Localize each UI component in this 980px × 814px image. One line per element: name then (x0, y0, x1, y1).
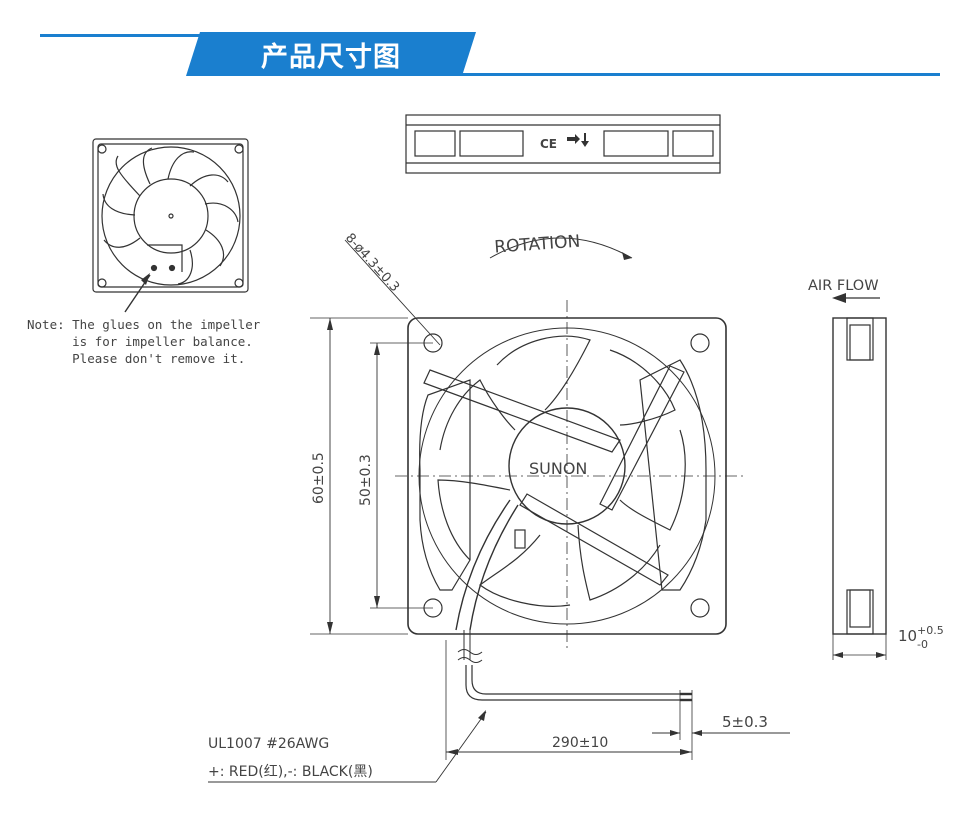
header-accent-line-right (455, 73, 940, 76)
wire-strip-label: 5±0.3 (722, 713, 768, 731)
header-banner (186, 32, 476, 76)
outer-dimension-label: 60±0.5 (311, 452, 327, 504)
hole-spec-label: 8-ø4.3±0.3 (342, 231, 402, 295)
side-view (832, 317, 887, 660)
note-line-1: Note: The glues on the impeller (27, 317, 261, 332)
rotation-label: ROTATION (494, 232, 581, 258)
wire-length-label: 290±10 (552, 735, 608, 751)
brand-label: SUNON (529, 459, 587, 478)
impeller-note: Note: The glues on the impeller is for i… (27, 316, 260, 367)
hole-spacing-label: 50±0.3 (358, 454, 374, 506)
header-accent-line-left (40, 34, 210, 37)
note-line-3: Please don't remove it. (27, 351, 246, 366)
wire-colors-label: +: RED(红),-: BLACK(黑) (208, 764, 373, 780)
thickness-minus-label: -0 (917, 638, 928, 651)
note-line-2: is for impeller balance. (27, 334, 253, 349)
wire-spec-label: UL1007 #26AWG (208, 736, 329, 752)
air-flow-label: AIR FLOW (808, 278, 879, 294)
thickness-plus-label: +0.5 (917, 624, 944, 637)
main-front-view (395, 300, 745, 650)
top-view (405, 114, 721, 174)
ce-mark: CE (540, 137, 557, 151)
page-title: 产品尺寸图 (261, 41, 401, 73)
small-front-view (92, 138, 249, 293)
thickness-base-label: 10 (898, 627, 917, 645)
